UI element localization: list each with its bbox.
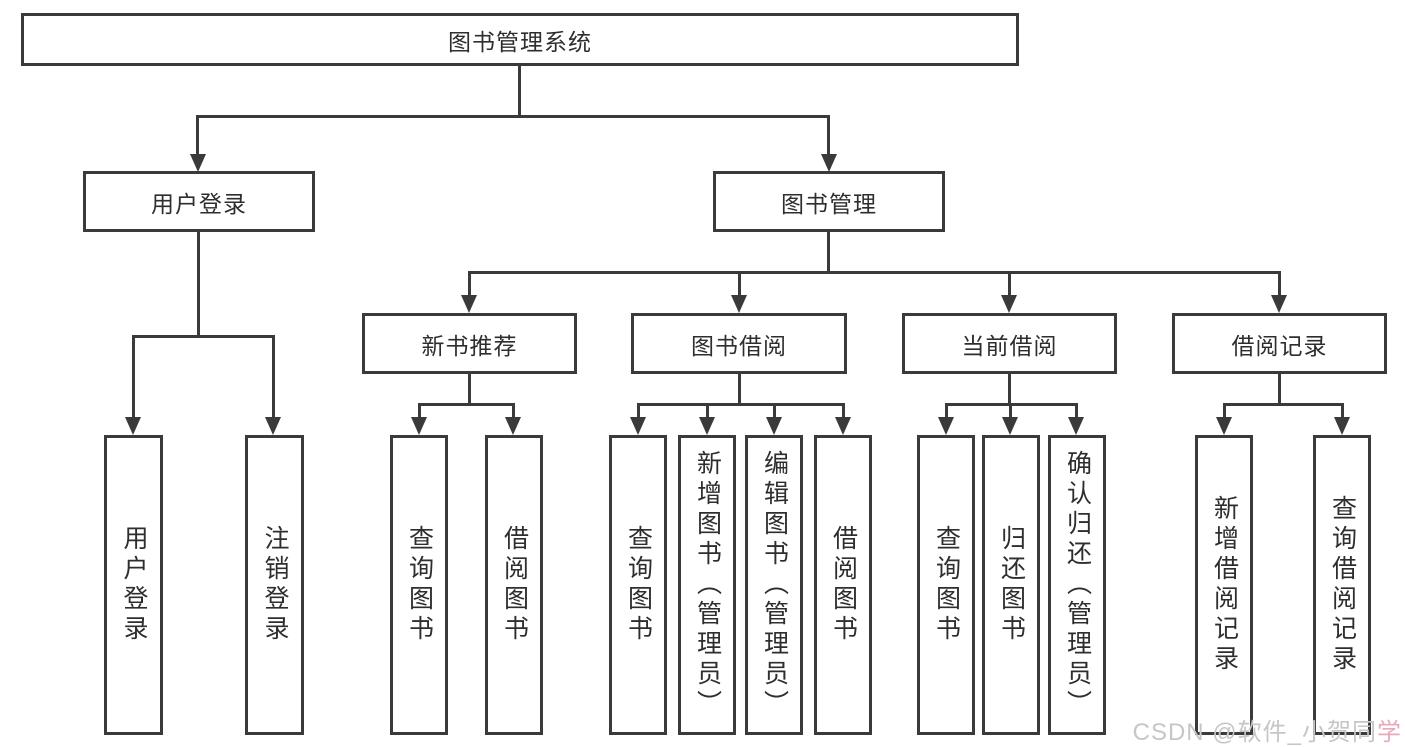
node-library-management-system: 图书管理系统 — [21, 13, 1019, 66]
connector-book-mgmt-stem — [827, 232, 830, 274]
connector-group-stem — [468, 374, 471, 405]
leaf-label: 借阅图书 — [829, 525, 858, 645]
connector-drop-leaf — [132, 335, 135, 419]
connector-level2-bus — [468, 271, 1280, 274]
connector-drop-group — [1278, 271, 1281, 296]
leaf-label: 借阅图书 — [500, 525, 529, 645]
leaf-label: 查询图书 — [405, 525, 434, 645]
leaf-return-books: 归还图书 — [982, 435, 1040, 735]
arrow-down-icon — [1001, 295, 1017, 313]
connector-group-bus — [637, 403, 843, 406]
leaf-edit-books-admin: 编辑图书（管理员） — [745, 435, 803, 735]
node-label: 用户登录 — [151, 190, 247, 217]
connector-user-login-stem — [197, 232, 200, 337]
leaf-label: 注销登录 — [261, 525, 289, 645]
connector-group-stem — [1008, 374, 1011, 405]
connector-group-bus — [418, 403, 515, 406]
arrow-down-icon — [766, 417, 782, 435]
leaf-borrow-books-recommend: 借阅图书 — [485, 435, 543, 735]
arrow-down-icon — [1271, 295, 1287, 313]
arrow-down-icon — [1216, 417, 1232, 435]
connector-level1-bus — [196, 115, 830, 118]
connector-drop-leaf — [272, 335, 275, 419]
node-label: 图书借阅 — [691, 332, 787, 359]
connector-drop-group — [468, 271, 471, 296]
node-book-borrowing: 图书借阅 — [631, 313, 847, 374]
arrow-down-icon — [731, 295, 747, 313]
leaf-user-login: 用户登录 — [104, 435, 163, 735]
connector-drop-group — [1008, 271, 1011, 296]
arrow-down-icon — [1068, 417, 1084, 435]
leaf-label: 查询图书 — [624, 525, 653, 645]
connector-drop-leaf — [945, 403, 948, 419]
connector-drop-group — [738, 271, 741, 296]
leaf-label: 查询借阅记录 — [1328, 495, 1357, 675]
leaf-logout: 注销登录 — [245, 435, 304, 735]
connector-drop-leaf — [706, 403, 709, 419]
arrow-down-icon — [938, 417, 954, 435]
arrow-down-icon — [505, 417, 521, 435]
arrow-down-icon — [821, 154, 837, 172]
csdn-watermark: CSDN @软件_小贺同学 — [1133, 712, 1402, 747]
arrow-down-icon — [1002, 417, 1018, 435]
node-label: 借阅记录 — [1231, 332, 1328, 359]
arrow-down-icon — [630, 417, 646, 435]
leaf-label: 编辑图书（管理员） — [760, 450, 789, 720]
node-borrowing-records: 借阅记录 — [1172, 313, 1387, 374]
node-label: 新书推荐 — [421, 332, 518, 359]
leaf-query-borrow-record: 查询借阅记录 — [1313, 435, 1371, 735]
leaf-label: 归还图书 — [997, 525, 1026, 645]
connector-group-bus — [1223, 403, 1342, 406]
node-label: 图书管理系统 — [448, 28, 592, 55]
watermark-accent-text: 学 — [1377, 719, 1402, 746]
arrow-down-icon — [835, 417, 851, 435]
watermark-text: CSDN @软件_小贺同 — [1132, 719, 1377, 746]
node-current-borrowing: 当前借阅 — [902, 313, 1117, 374]
connector-drop-leaf — [418, 403, 421, 419]
leaf-add-books-admin: 新增图书（管理员） — [678, 435, 736, 735]
connector-drop-leaf — [1341, 403, 1344, 419]
leaf-confirm-return-admin: 确认归还（管理员） — [1048, 435, 1106, 735]
node-new-book-recommendation: 新书推荐 — [362, 313, 577, 374]
connector-drop-leaf — [1075, 403, 1078, 419]
connector-drop-leaf — [842, 403, 845, 419]
connector-group-stem — [738, 374, 741, 405]
connector-drop-book-mgmt — [827, 115, 830, 157]
arrow-down-icon — [411, 417, 427, 435]
arrow-down-icon — [699, 417, 715, 435]
leaf-borrow-books: 借阅图书 — [814, 435, 872, 735]
leaf-label: 确认归还（管理员） — [1063, 450, 1092, 720]
connector-drop-leaf — [1223, 403, 1226, 419]
leaf-label: 新增借阅记录 — [1210, 495, 1239, 675]
leaf-add-borrow-record: 新增借阅记录 — [1195, 435, 1253, 735]
connector-drop-leaf — [773, 403, 776, 419]
leaf-query-books-borrow: 查询图书 — [609, 435, 667, 735]
node-book-management: 图书管理 — [713, 171, 945, 232]
connector-root-stem — [518, 66, 521, 116]
node-label: 当前借阅 — [961, 332, 1058, 359]
connector-group-stem — [1278, 374, 1281, 405]
leaf-query-books-recommend: 查询图书 — [390, 435, 448, 735]
connector-drop-leaf — [1009, 403, 1012, 419]
arrow-down-icon — [461, 295, 477, 313]
connector-drop-leaf — [637, 403, 640, 419]
arrow-down-icon — [190, 154, 206, 172]
connector-drop-leaf — [512, 403, 515, 419]
node-user-login: 用户登录 — [83, 171, 315, 232]
arrow-down-icon — [125, 417, 141, 435]
connector-user-login-bus — [132, 335, 275, 338]
leaf-label: 查询图书 — [932, 525, 961, 645]
node-label: 图书管理 — [781, 190, 877, 217]
arrow-down-icon — [1334, 417, 1350, 435]
connector-drop-user-login — [196, 115, 199, 157]
leaf-label: 新增图书（管理员） — [693, 450, 722, 720]
leaf-query-books-current: 查询图书 — [917, 435, 975, 735]
leaf-label: 用户登录 — [120, 525, 148, 645]
arrow-down-icon — [265, 417, 281, 435]
